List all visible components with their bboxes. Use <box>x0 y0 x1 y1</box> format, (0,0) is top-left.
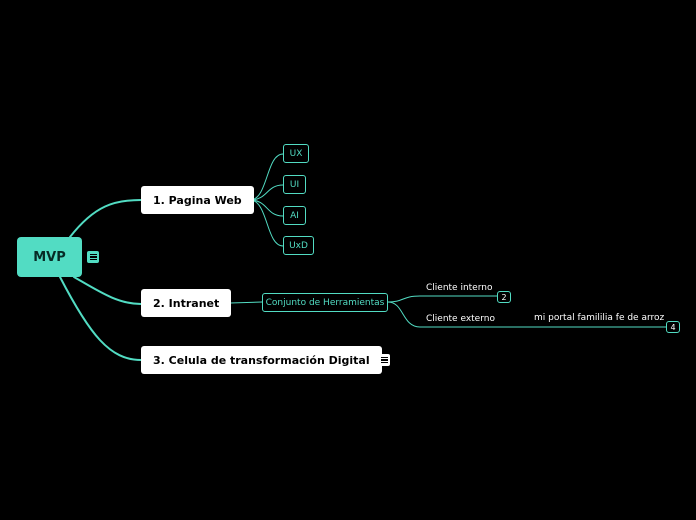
subtopic-label: UX <box>289 148 303 159</box>
subtopic-cliente-interno[interactable]: Cliente interno <box>426 283 492 293</box>
topic-label: 2. Intranet <box>153 296 220 310</box>
link-web-ux <box>249 153 284 201</box>
link-conjunto-externo <box>387 301 667 328</box>
subtopic-mi-portal[interactable]: mi portal famililia fe de arroz <box>534 313 664 323</box>
link-mvp-celula <box>59 276 142 361</box>
link-mvp-pagina-web <box>69 199 142 238</box>
subtopic-uxd[interactable]: UxD <box>283 236 314 255</box>
subtopic-ui[interactable]: UI <box>283 175 306 194</box>
subtopic-label: Cliente interno <box>426 283 493 293</box>
subtopic-label: mi portal famililia fe de arroz <box>534 313 665 323</box>
topic-intranet[interactable]: 2. Intranet <box>141 289 232 317</box>
link-conjunto-interno <box>387 295 498 303</box>
badge-count: 4 <box>670 322 676 332</box>
note-icon[interactable] <box>378 354 390 366</box>
link-web-ui <box>249 184 284 201</box>
topic-celula-transformacion[interactable]: 3. Celula de transformación Digital <box>141 346 382 374</box>
subtopic-label: UI <box>289 179 300 190</box>
topic-label: 3. Celula de transformación Digital <box>153 353 370 367</box>
topic-pagina-web[interactable]: 1. Pagina Web <box>141 186 254 214</box>
subtopic-ux[interactable]: UX <box>283 144 309 163</box>
central-topic-label: MVP <box>33 249 66 265</box>
subtopic-label: AI <box>290 210 299 221</box>
subtopic-cliente-externo[interactable]: Cliente externo <box>426 314 495 324</box>
subtopic-label: UxD <box>289 240 308 251</box>
collapsed-count-badge[interactable]: 2 <box>497 291 511 303</box>
link-intranet-conjunto <box>229 301 263 304</box>
subtopic-label: Cliente externo <box>426 314 495 324</box>
topic-label: 1. Pagina Web <box>153 193 242 207</box>
subtopic-label: Conjunto de Herramientas <box>265 297 385 308</box>
link-web-ai <box>249 199 284 217</box>
subtopic-conjunto-herramientas[interactable]: Conjunto de Herramientas <box>262 293 388 312</box>
link-web-uxd <box>249 199 284 247</box>
subtopic-ai[interactable]: AI <box>283 206 306 225</box>
collapsed-count-badge[interactable]: 4 <box>666 321 680 333</box>
badge-count: 2 <box>501 292 507 302</box>
link-mvp-intranet <box>73 276 142 305</box>
note-icon[interactable] <box>87 251 99 263</box>
central-topic[interactable]: MVP <box>17 237 82 277</box>
